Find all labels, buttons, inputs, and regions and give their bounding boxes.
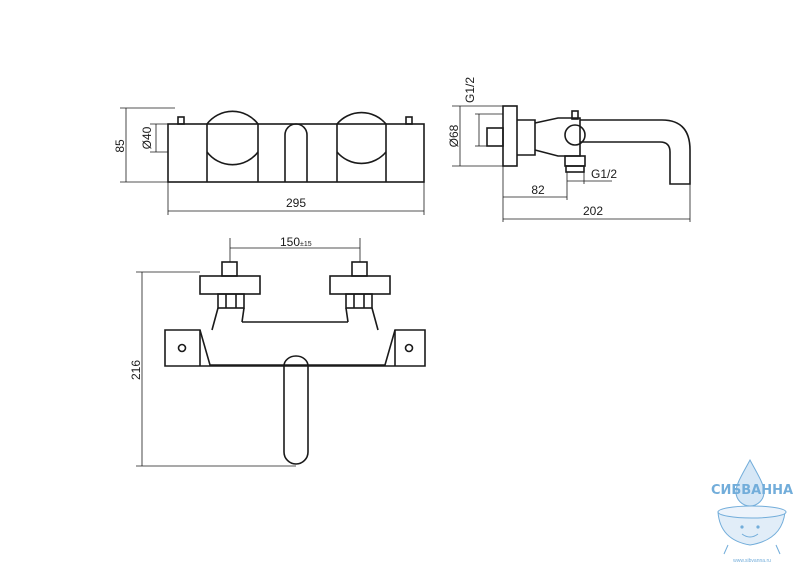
top-view-spout <box>284 123 308 182</box>
watermark-logo: СИБВАННА www.sibvanna.ru <box>711 458 793 564</box>
watermark-brand: СИБВАННА <box>711 483 793 498</box>
dim-thread-bottom: G1/2 <box>591 167 617 181</box>
watermark-url: www.sibvanna.ru <box>733 558 771 564</box>
side-view-wall-plate <box>502 105 518 167</box>
dim-diameter-68: Ø68 <box>447 124 461 147</box>
side-view-spout <box>580 119 691 185</box>
dim-height-216: 216 <box>129 360 143 380</box>
top-view: 85 Ø40 295 <box>113 107 425 215</box>
dim-width-295: 295 <box>286 196 306 210</box>
front-view: 150 ±15 216 <box>129 235 426 467</box>
dim-offset-82: 82 <box>531 183 545 197</box>
dim-depth-202: 202 <box>583 204 603 218</box>
dim-spacing-tolerance: ±15 <box>300 241 312 248</box>
dim-diameter-40: Ø40 <box>140 126 154 149</box>
front-view-handle <box>283 366 309 465</box>
dim-height-85: 85 <box>113 139 127 153</box>
dim-spacing-150: 150 <box>280 235 300 249</box>
front-view-body <box>164 329 426 367</box>
side-view: G1/2 Ø68 82 G1/2 202 <box>447 77 691 222</box>
dim-thread-top: G1/2 <box>463 77 477 103</box>
bathtub-icon <box>717 511 786 546</box>
